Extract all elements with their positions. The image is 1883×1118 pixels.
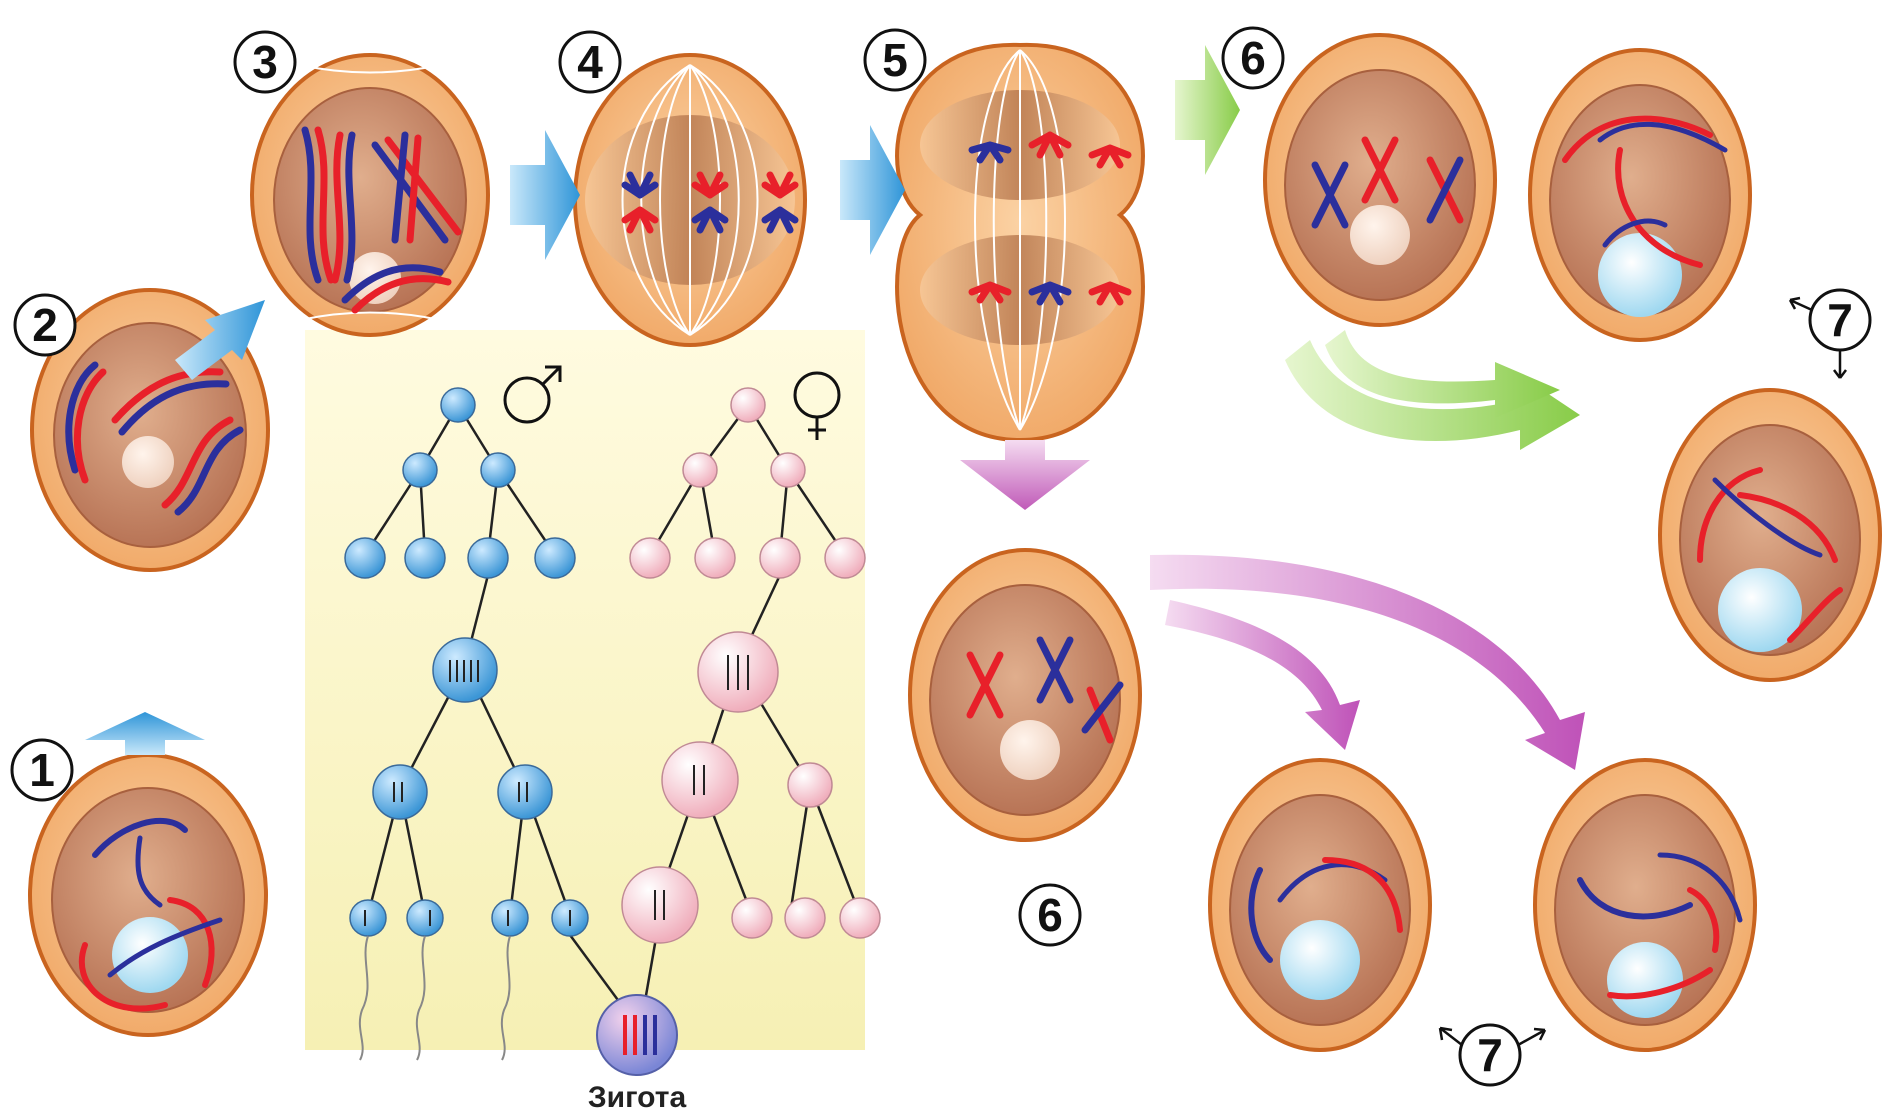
arrow-6-to-7-bottom-left — [1165, 600, 1360, 750]
stage-badge-7-bottom: 7 — [1440, 1025, 1545, 1085]
svg-text:6: 6 — [1037, 889, 1063, 941]
cell-stage-6-top — [1265, 35, 1495, 325]
cell-stage-6-bottom — [910, 550, 1140, 840]
svg-text:1: 1 — [29, 744, 55, 796]
stage-badge-1: 1 — [12, 740, 72, 800]
arrow-1-to-2 — [85, 712, 205, 755]
cell-stage-7-bottom-right — [1535, 760, 1755, 1050]
arrow-6-to-7-bottom-right — [1150, 555, 1585, 770]
cell-stage-7-right-middle — [1660, 390, 1880, 680]
zygote-cell — [597, 995, 677, 1075]
svg-text:4: 4 — [577, 36, 603, 88]
cell-stage-7-bottom-left — [1210, 760, 1430, 1050]
svg-text:7: 7 — [1827, 294, 1853, 346]
stage-badge-2: 2 — [15, 295, 75, 355]
cell-stage-1 — [30, 755, 266, 1035]
cell-stage-7-right-top — [1530, 50, 1750, 340]
stage-badge-6-bottom: 6 — [1020, 885, 1080, 945]
stage-badge-4: 4 — [560, 32, 620, 92]
gametogenesis-panel — [305, 330, 865, 1050]
stage-badge-6-top: 6 — [1223, 28, 1283, 88]
cell-stage-5 — [897, 45, 1143, 440]
svg-text:3: 3 — [252, 36, 278, 88]
cell-stage-3 — [252, 55, 488, 335]
svg-text:7: 7 — [1477, 1029, 1503, 1081]
svg-text:5: 5 — [882, 34, 908, 86]
arrow-5-to-6-bottom — [960, 440, 1090, 510]
arrow-3-to-4 — [510, 130, 580, 260]
stage-badge-7-right: 7 — [1790, 290, 1870, 378]
stage-badge-3: 3 — [235, 32, 295, 92]
arrow-4-to-5 — [840, 125, 905, 255]
svg-text:2: 2 — [32, 299, 58, 351]
cell-stage-4 — [575, 55, 805, 345]
zygote-label: Зигота — [588, 1081, 687, 1114]
stage-badge-5: 5 — [865, 30, 925, 90]
svg-text:6: 6 — [1240, 32, 1266, 84]
